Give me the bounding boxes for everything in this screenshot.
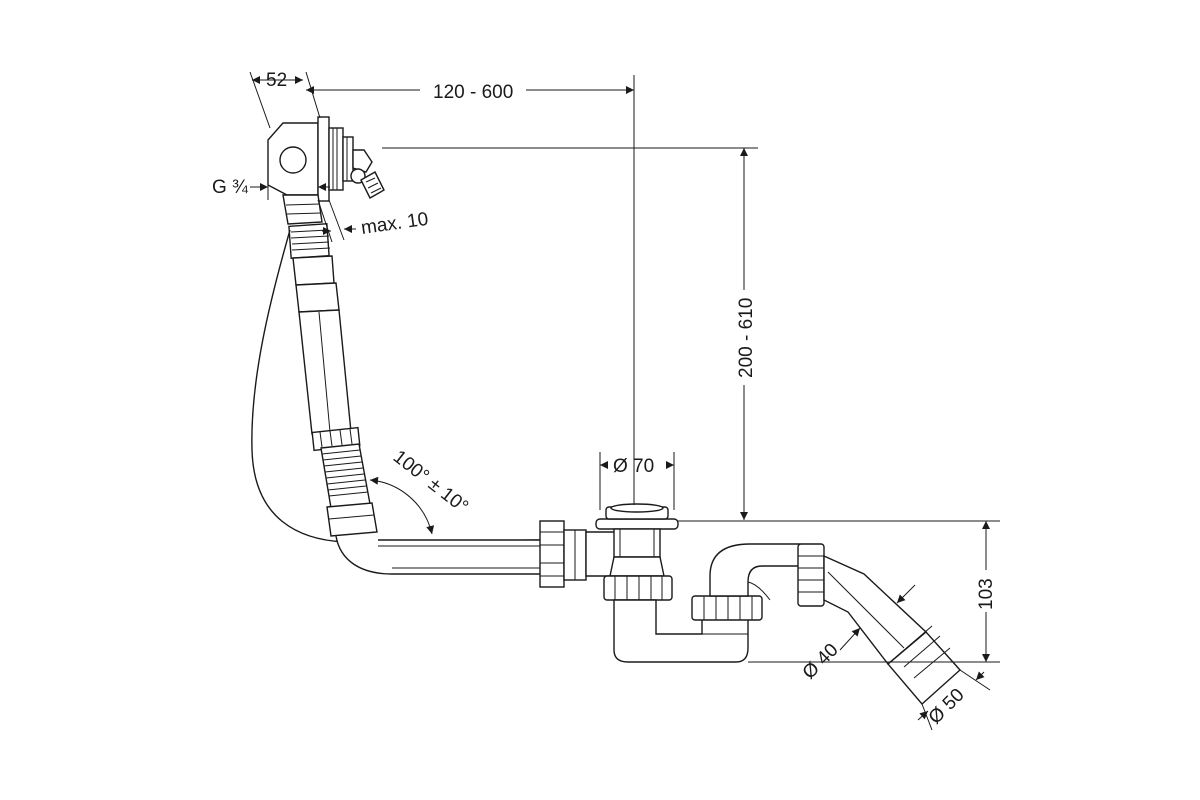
label-dia-70: Ø 70: [613, 456, 654, 477]
label-g34: G ¾: [212, 177, 249, 198]
label-200-610: 200 - 610: [736, 298, 757, 378]
bowden-cable: [251, 229, 546, 543]
overflow-housing: [267, 116, 385, 202]
label-max-10: max. 10: [360, 209, 430, 239]
label-103: 103: [976, 578, 997, 610]
horizontal-pipe: [335, 535, 546, 575]
overflow-pipe: [282, 194, 378, 537]
label-120-600: 120 - 600: [433, 82, 513, 103]
drain-valve: [595, 503, 679, 601]
label-52: 52: [266, 70, 287, 91]
siphon-trap: [613, 543, 961, 706]
label-angle: 100° ± 10°: [389, 446, 472, 517]
dimension-lines: [249, 71, 1000, 731]
